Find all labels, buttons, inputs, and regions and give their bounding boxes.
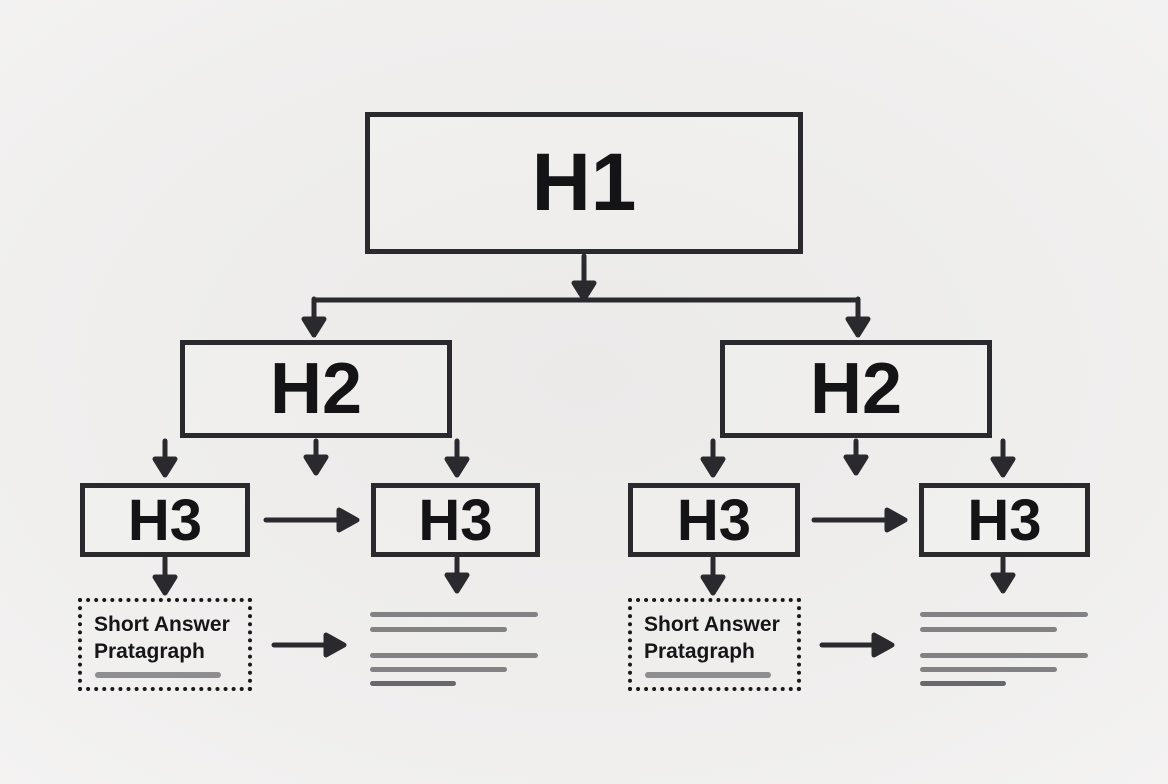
short-answer-left-line2: Pratagraph bbox=[94, 640, 205, 663]
node-h3-right-second: H3 bbox=[919, 483, 1090, 557]
underline-bar bbox=[645, 672, 771, 678]
paragraph-line bbox=[920, 681, 1006, 686]
paragraph-line bbox=[370, 612, 538, 617]
paragraph-placeholder-left bbox=[370, 612, 538, 686]
connector-h3right-to-paragraph bbox=[990, 555, 1016, 594]
node-h2-right-label: H2 bbox=[809, 349, 903, 429]
node-h3-right-first-label: H3 bbox=[676, 487, 752, 553]
paragraph-placeholder-right bbox=[920, 612, 1088, 686]
connector-h2right-down-arrows bbox=[700, 438, 1016, 478]
node-h3-left-second: H3 bbox=[371, 483, 540, 557]
paragraph-line bbox=[920, 653, 1088, 658]
node-h2-left-label: H2 bbox=[269, 349, 363, 429]
node-h2-left: H2 bbox=[180, 340, 452, 438]
paragraph-line bbox=[370, 653, 538, 658]
node-h3-left-first: H3 bbox=[80, 483, 250, 557]
connector-shortanswer-to-paragraph-right bbox=[819, 632, 895, 658]
connector-h3left-to-shortanswer bbox=[152, 555, 178, 596]
short-answer-right-line1: Short Answer bbox=[644, 613, 780, 636]
short-answer-right-line2: Pratagraph bbox=[644, 640, 755, 663]
connector-shortanswer-to-paragraph-left bbox=[271, 632, 347, 658]
node-h1: H1 bbox=[365, 112, 803, 254]
underline-bar bbox=[95, 672, 221, 678]
paragraph-line bbox=[370, 681, 456, 686]
paragraph-line bbox=[370, 627, 507, 632]
paragraph-line bbox=[370, 667, 507, 672]
connector-h3right-to-shortanswer bbox=[700, 555, 726, 596]
node-h1-label: H1 bbox=[531, 137, 637, 228]
paragraph-line bbox=[920, 667, 1057, 672]
short-answer-left-line1: Short Answer bbox=[94, 613, 230, 636]
node-h3-right-first: H3 bbox=[628, 483, 800, 557]
connector-h3-to-h3-left bbox=[263, 507, 360, 533]
connector-h2left-down-arrows bbox=[152, 438, 470, 478]
paragraph-line bbox=[920, 612, 1088, 617]
connector-h1-down-arrow bbox=[571, 253, 597, 302]
short-answer-box-right: Short Answer Pratagraph bbox=[628, 598, 801, 691]
node-h2-right: H2 bbox=[720, 340, 992, 438]
paragraph-line bbox=[920, 627, 1057, 632]
node-h3-right-second-label: H3 bbox=[967, 487, 1042, 553]
connector-h3left-to-paragraph bbox=[444, 555, 470, 594]
connector-h3-to-h3-right bbox=[811, 507, 908, 533]
connector-branch-line bbox=[301, 296, 871, 338]
node-h3-left-first-label: H3 bbox=[127, 487, 203, 553]
short-answer-box-left: Short Answer Pratagraph bbox=[78, 598, 252, 691]
node-h3-left-second-label: H3 bbox=[418, 487, 493, 553]
